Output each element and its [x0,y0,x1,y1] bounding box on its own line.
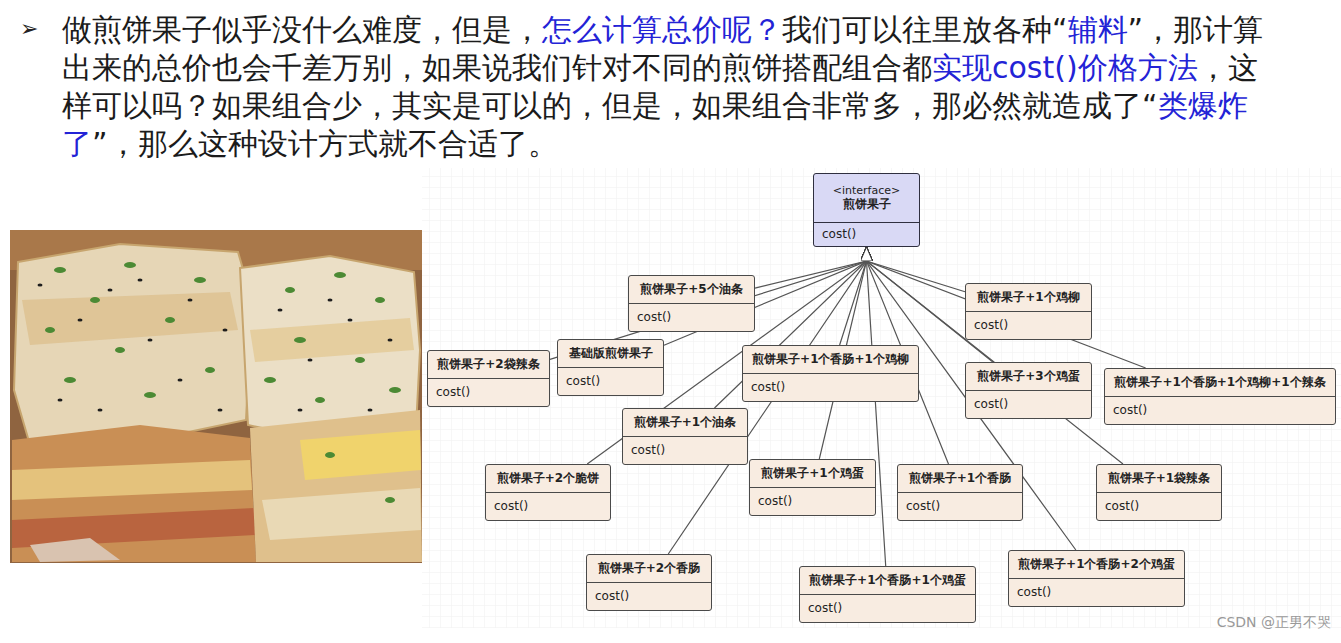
method-name: cost() [974,318,1008,333]
grid-area [422,168,1341,628]
class-box: 煎饼果子+3个鸡蛋 cost() [965,362,1092,419]
class-name: 煎饼果子+1个香肠+1个鸡柳 [752,352,909,367]
method-name: cost() [595,589,629,604]
name-compartment: 煎饼果子+1个香肠 [898,465,1022,493]
class-box: 煎饼果子+1个香肠+1个鸡柳 cost() [742,345,919,402]
name-compartment: 煎饼果子+1个油条 [623,409,747,437]
stereotype-text: <interface> [833,184,901,198]
class-name: 基础版煎饼果子 [569,346,653,361]
class-box: 煎饼果子+1个香肠+2个鸡蛋 cost() [1008,550,1185,607]
method-name: cost() [566,374,600,389]
method-compartment: cost() [587,583,711,610]
method-compartment: cost() [623,437,747,464]
name-compartment: 煎饼果子+1个香肠+2个鸡蛋 [1009,551,1184,579]
class-box: 煎饼果子+1个香肠+1个鸡蛋 cost() [799,566,976,623]
class-name: 煎饼果子+1个鸡蛋 [761,466,863,481]
inheritance-line [840,247,867,345]
class-name: 煎饼果子+2袋辣条 [437,357,539,372]
highlight-text: 实现cost()价格方法 [932,50,1198,85]
class-name: 煎饼果子+1个香肠 [909,471,1011,486]
name-compartment: 煎饼果子+2个香肠 [587,555,711,583]
watermark: CSDN @正男不哭 [1217,614,1331,632]
method-name: cost() [751,380,785,395]
class-box: 煎饼果子+1个鸡蛋 cost() [749,459,876,516]
name-compartment: <interface>煎饼果子 [814,174,919,223]
method-name: cost() [494,499,528,514]
method-compartment: cost() [814,223,919,246]
interface-box: <interface>煎饼果子 cost() [813,173,920,247]
name-compartment: 煎饼果子+1个鸡蛋 [750,460,875,488]
method-compartment: cost() [1097,493,1221,520]
class-name: 煎饼果子+1个香肠+1个鸡蛋 [809,573,966,588]
class-box: 煎饼果子+2个脆饼 cost() [485,464,611,521]
highlight-text: 辅料 [1068,12,1128,47]
name-compartment: 煎饼果子+1袋辣条 [1097,465,1221,493]
highlight-text: 怎么计算总价呢？ [542,12,782,47]
method-compartment: cost() [558,368,663,395]
class-name: 煎饼果子+2个脆饼 [497,471,599,486]
name-compartment: 煎饼果子+5个油条 [629,276,754,304]
class-box: 煎饼果子+1袋辣条 cost() [1096,464,1222,521]
method-name: cost() [637,310,671,325]
class-name: 煎饼果子+1个香肠+1个鸡柳+1个辣条 [1114,375,1325,390]
class-name: 煎饼果子+1袋辣条 [1108,471,1210,486]
class-name: 煎饼果子+1个鸡柳 [977,290,1079,305]
name-compartment: 煎饼果子+1个香肠+1个鸡柳 [743,346,918,374]
class-box: 煎饼果子+5个油条 cost() [628,275,755,332]
inheritance-line [867,247,966,292]
name-compartment: 煎饼果子+2袋辣条 [428,351,549,379]
method-compartment: cost() [486,493,610,520]
method-compartment: cost() [898,493,1022,520]
method-name: cost() [974,397,1008,412]
jianbing-photo [10,230,422,563]
method-compartment: cost() [629,304,754,331]
method-name: cost() [822,227,856,242]
method-compartment: cost() [966,312,1091,339]
name-compartment: 煎饼果子+1个香肠+1个鸡柳+1个辣条 [1105,369,1335,397]
body-text: ”，那么这种设计方式就不合适了。 [92,126,558,161]
name-compartment: 煎饼果子+3个鸡蛋 [966,363,1091,391]
body-text: 我们可以往里放各种“ [782,12,1068,47]
method-name: cost() [906,499,940,514]
class-box: 煎饼果子+1个香肠 cost() [897,464,1023,521]
class-box: 煎饼果子+1个香肠+1个鸡柳+1个辣条 cost() [1104,368,1336,425]
name-compartment: 基础版煎饼果子 [558,340,663,368]
body-text: 做煎饼果子似乎没什么难度，但是， [62,12,542,47]
method-compartment: cost() [428,379,549,406]
method-compartment: cost() [966,391,1091,418]
method-name: cost() [436,385,470,400]
method-name: cost() [1017,585,1051,600]
inheritance-line [867,247,886,566]
method-compartment: cost() [743,374,918,401]
name-compartment: 煎饼果子+2个脆饼 [486,465,610,493]
class-box: 煎饼果子+1个鸡柳 cost() [965,283,1092,340]
class-name: 煎饼果子+2个香肠 [598,561,700,576]
class-box: 煎饼果子+2袋辣条 cost() [427,350,550,407]
method-compartment: cost() [750,488,875,515]
method-name: cost() [758,494,792,509]
class-name: 煎饼果子+1个香肠+2个鸡蛋 [1018,557,1175,572]
class-name: 煎饼果子+1个油条 [634,415,736,430]
class-box: 煎饼果子+1个油条 cost() [622,408,748,465]
method-name: cost() [1105,499,1139,514]
class-box: 基础版煎饼果子 cost() [557,339,664,396]
class-name: 煎饼果子 [843,197,891,212]
class-box: 煎饼果子+2个香肠 cost() [586,554,712,611]
method-compartment: cost() [1105,397,1335,424]
name-compartment: 煎饼果子+1个香肠+1个鸡蛋 [800,567,975,595]
intro-paragraph: 做煎饼果子似乎没什么难度，但是，怎么计算总价呢？我们可以往里放各种“辅料”，那计… [62,11,1287,163]
name-compartment: 煎饼果子+1个鸡柳 [966,284,1091,312]
method-name: cost() [631,443,665,458]
method-compartment: cost() [1009,579,1184,606]
bullet-mark: ➢ [20,16,38,41]
method-name: cost() [1113,403,1147,418]
class-name: 煎饼果子+5个油条 [640,282,742,297]
method-compartment: cost() [800,595,975,622]
class-name: 煎饼果子+3个鸡蛋 [977,369,1079,384]
method-name: cost() [808,601,842,616]
